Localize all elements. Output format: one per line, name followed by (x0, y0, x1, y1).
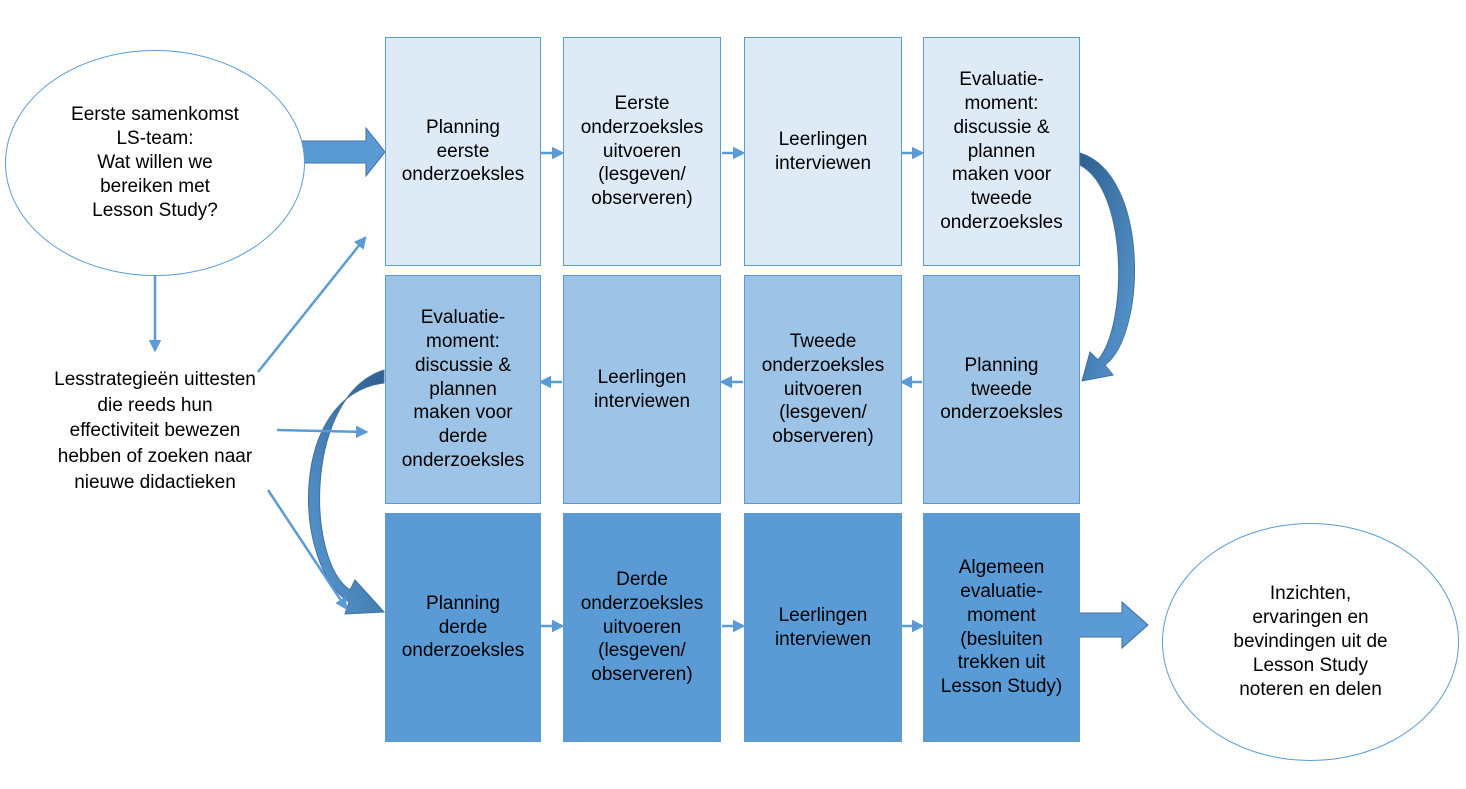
step-label: Evaluatie- moment: discussie & plannen m… (940, 68, 1063, 234)
step-interview-first: Leerlingen interviewen (744, 37, 902, 266)
step-label: Algemeen evaluatie- moment (besluiten tr… (940, 556, 1063, 698)
step-label: Planning derde onderzoeksles (401, 592, 525, 662)
step-label: Planning tweede onderzoeksles (940, 354, 1063, 424)
arrow-strategies-up (257, 236, 367, 373)
step-label: Leerlingen interviewen (774, 128, 872, 174)
step-interview-third: Leerlingen interviewen (744, 513, 902, 742)
curved-arrow-right (1079, 152, 1135, 382)
start-oval-text: Eerste samenkomst LS-team: Wat willen we… (71, 104, 239, 221)
step-planning-first: Planning eerste onderzoeksles (385, 37, 541, 266)
arrow-strategies-down (266, 489, 348, 611)
start-oval: Eerste samenkomst LS-team: Wat willen we… (5, 50, 305, 276)
start-block-arrow (300, 126, 386, 178)
step-label: Derde onderzoeksles uitvoeren (lesgeven/… (580, 568, 704, 686)
step-evaluation-first: Evaluatie- moment: discussie & plannen m… (923, 37, 1080, 266)
step-planning-third: Planning derde onderzoeksles (385, 513, 541, 742)
step-label: Tweede onderzoeksles uitvoeren (lesgeven… (761, 330, 885, 448)
curved-arrow-left (308, 369, 386, 615)
step-planning-second: Planning tweede onderzoeksles (923, 275, 1080, 504)
step-label: Leerlingen interviewen (774, 604, 872, 650)
arrow-strategies-mid (276, 425, 369, 439)
end-oval: Inzichten, ervaringen en bevindingen uit… (1162, 523, 1459, 761)
step-interview-second: Leerlingen interviewen (563, 275, 721, 504)
step-general-evaluation: Algemeen evaluatie- moment (besluiten tr… (923, 513, 1080, 742)
step-label: Planning eerste onderzoeksles (401, 116, 525, 186)
strategies-text: Lesstrategieën uittesten die reeds hun e… (54, 369, 256, 493)
step-evaluation-second: Evaluatie- moment: discussie & plannen m… (385, 275, 541, 504)
end-oval-text: Inzichten, ervaringen en bevindingen uit… (1233, 583, 1388, 700)
step-label: Eerste onderzoeksles uitvoeren (lesgeven… (580, 92, 704, 210)
step-execute-second: Tweede onderzoeksles uitvoeren (lesgeven… (744, 275, 902, 504)
step-execute-first: Eerste onderzoeksles uitvoeren (lesgeven… (563, 37, 721, 266)
step-execute-third: Derde onderzoeksles uitvoeren (lesgeven/… (563, 513, 721, 742)
step-label: Evaluatie- moment: discussie & plannen m… (401, 306, 525, 472)
step-label: Leerlingen interviewen (593, 366, 691, 412)
